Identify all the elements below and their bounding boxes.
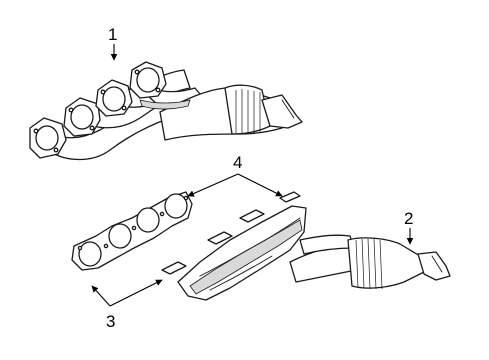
- gasket-strips: [161, 191, 301, 275]
- callout-1: 1: [108, 25, 117, 61]
- callout-2: 2: [404, 209, 413, 245]
- upper-exhaust-manifold: [29, 61, 303, 161]
- callout-4: 4: [187, 153, 283, 197]
- callout-4-label: 4: [233, 153, 242, 172]
- lower-exhaust-manifold: [177, 205, 451, 301]
- manifold-gaskets: [71, 191, 193, 271]
- upper-port-flanges: [29, 61, 167, 159]
- callout-3: 3: [91, 279, 163, 331]
- callout-3-label: 3: [106, 312, 115, 331]
- callout-2-label: 2: [404, 209, 413, 228]
- callout-1-label: 1: [108, 25, 117, 44]
